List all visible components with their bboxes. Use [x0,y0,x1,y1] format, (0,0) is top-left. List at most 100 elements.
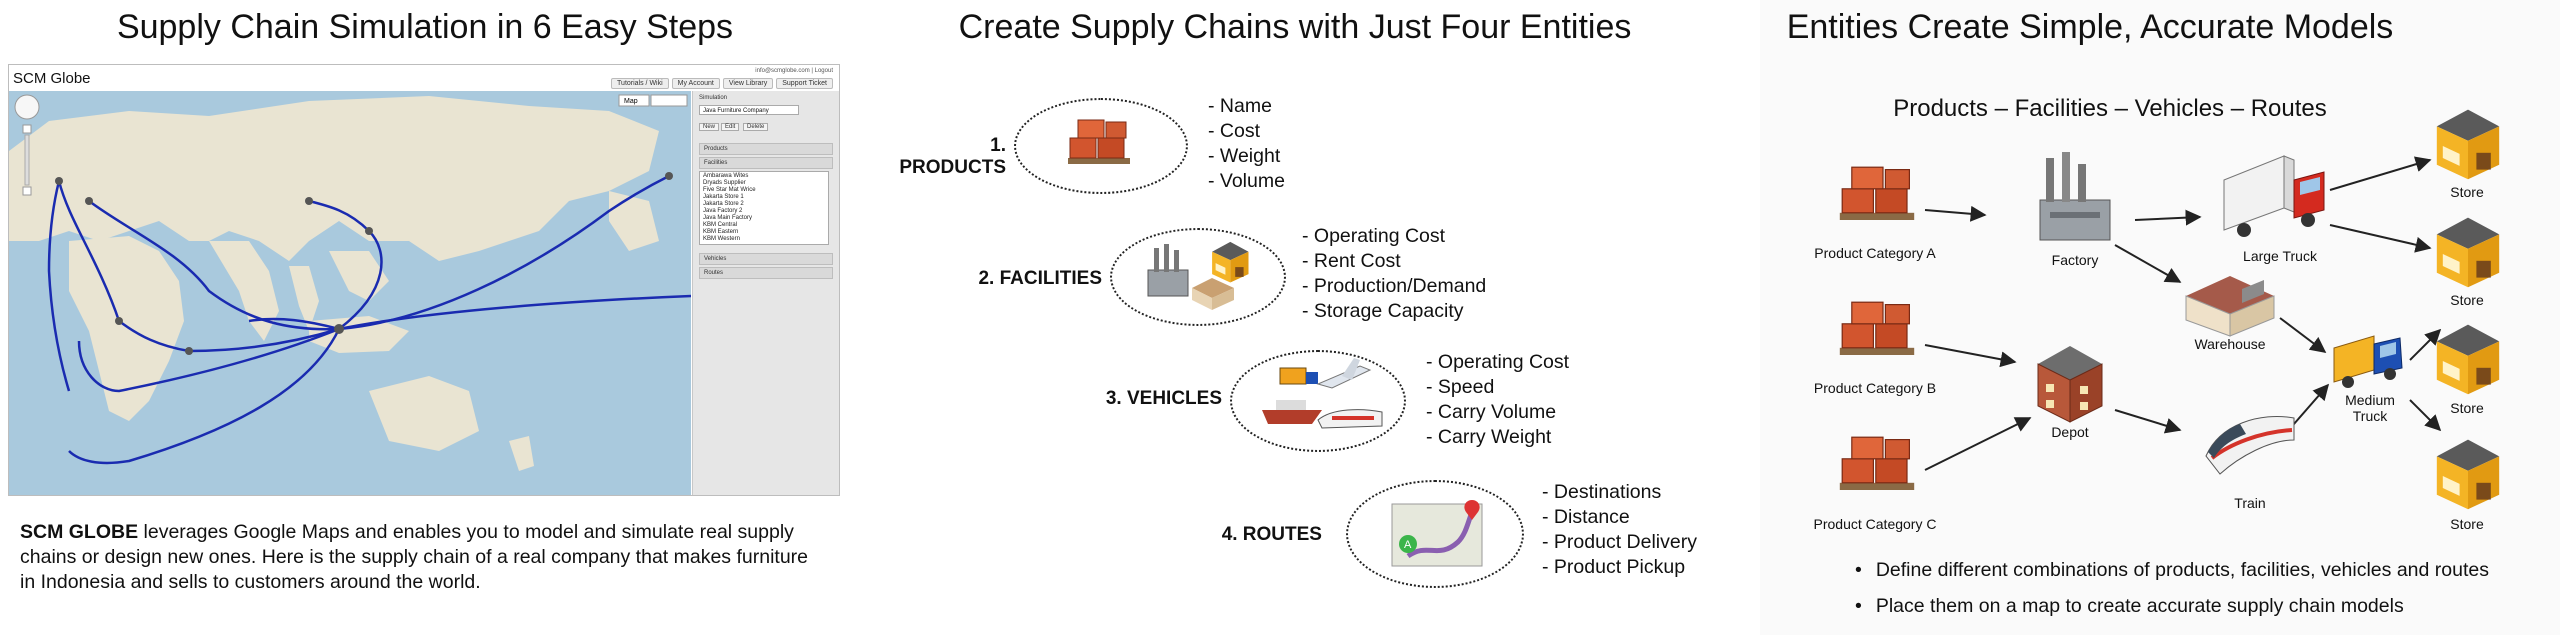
store-icon [2436,324,2500,395]
list-item[interactable]: Ambarawa Wites [703,173,749,179]
entity-label-routes: 4. ROUTES [1221,524,1322,545]
attr: - Distance [1542,506,1630,528]
store-icon [2436,217,2500,288]
attr: - Cost [1208,120,1261,142]
label-store-3: Store [2450,400,2484,416]
delete-button[interactable]: Delete [743,123,769,131]
node-large-truck [2220,150,2330,243]
entity-products [1014,98,1188,194]
attr: - Speed [1426,376,1495,398]
node-store-2 [2432,208,2502,291]
app-logo: SCM Globe [13,70,91,87]
attr: - Operating Cost [1426,351,1570,373]
scm-globe-screenshot: SCM Globe info@scmglobe.com | Logout Tut… [8,64,840,496]
world-map[interactable]: Map [9,91,691,495]
label-large-truck: Large Truck [2243,248,2317,264]
products-section[interactable]: Products [699,143,833,155]
new-button[interactable]: New [699,123,720,131]
boxes-icon [1839,301,1915,356]
attr: - Carry Volume [1426,401,1557,423]
store-icon [2436,109,2500,180]
node-product-b [1820,295,1930,374]
attr: - Destinations [1542,481,1662,503]
vehicles-section[interactable]: Vehicles [699,253,833,265]
user-info[interactable]: info@scmglobe.com | Logout [755,68,833,74]
label-factory: Factory [2051,252,2099,268]
depot-icon [2037,346,2103,423]
list-item[interactable]: Jakarta Store 2 [703,201,744,207]
facility-list[interactable]: Ambarawa Wites Dryads Supplier Five Star… [699,171,829,245]
edit-button[interactable]: Edit [721,123,740,131]
app-header: SCM Globe info@scmglobe.com | Logout Tut… [9,65,839,91]
train-icon [2205,416,2295,475]
node-store-3 [2432,315,2502,398]
map-type-map[interactable]: Map [624,98,638,105]
panel-four-entities: Create Supply Chains with Just Four Enti… [870,0,1720,635]
brand-name: SCM GLOBE [20,521,139,543]
list-item[interactable]: KBM Western [703,236,740,242]
attr: - Rent Cost [1302,250,1401,272]
label-store-4: Store [2450,516,2484,532]
entity-attrs-routes: - Destinations - Distance - Product Deli… [1542,480,1697,580]
node-store-1 [2432,100,2502,183]
label-product-b: Product Category B [1813,380,1937,396]
facilities-section[interactable]: Facilities [699,157,833,169]
factory-icon [2039,152,2111,241]
label-depot: Depot [2051,424,2089,440]
label-train: Train [2234,495,2266,511]
list-item[interactable]: KBM Central [703,222,738,228]
bullet-item: Define different combinations of product… [1855,552,2489,588]
entity-routes: A [1346,480,1524,588]
node-product-c [1820,430,1930,509]
attr: - Name [1208,95,1272,117]
attr: - Weight [1208,145,1281,167]
large-truck-icon [2223,155,2325,237]
medium-truck-icon [2333,335,2403,388]
entity-facilities [1110,228,1286,326]
attr: - Carry Weight [1426,426,1552,448]
label-product-a: Product Category A [1814,245,1936,261]
warehouse-icon [2185,276,2275,337]
tab-my-account[interactable]: My Account [671,78,720,89]
svg-text:A: A [1404,539,1412,551]
entity-label-vehicles: 3. VEHICLES [1105,388,1222,409]
entity-attrs-facilities: - Operating Cost - Rent Cost - Productio… [1302,224,1486,324]
list-item[interactable]: Jakarta Store 1 [703,194,744,200]
entity-label-products: 1. PRODUCTS [899,135,1006,178]
sidebar-panel: Simulation Java Furniture Company New Ed… [692,91,839,495]
label-warehouse: Warehouse [2194,336,2266,352]
list-item[interactable]: Java Factory 2 [703,208,743,214]
tab-tutorials[interactable]: Tutorials / Wiki [611,78,669,89]
list-item[interactable]: Dryads Supplier [703,180,746,186]
entity-vehicles [1230,350,1406,452]
node-warehouse [2180,270,2280,343]
attr: - Product Delivery [1542,531,1697,553]
map-pan-control [14,94,40,196]
boxes-icon [1839,436,1915,491]
app-tabs: Tutorials / Wiki My Account View Library… [611,78,833,89]
panel-title: Create Supply Chains with Just Four Enti… [958,8,1632,46]
entity-attrs-products: - Name - Cost - Weight - Volume [1208,94,1285,194]
flow-arrows [1924,156,2442,471]
panel-title: Entities Create Simple, Accurate Models [1786,8,2394,46]
attr: - Production/Demand [1302,275,1487,297]
list-item[interactable]: KBM Eastern [703,229,739,235]
simulation-label: Simulation [699,95,728,101]
bullet-item: Place them on a map to create accurate s… [1855,588,2489,624]
tab-view-library[interactable]: View Library [722,78,774,89]
list-item[interactable]: Five Star Mat Wrice [703,187,756,193]
node-medium-truck [2330,330,2410,393]
panel-models: Entities Create Simple, Accurate Models … [1760,0,2560,635]
routes-section[interactable]: Routes [699,267,833,279]
list-item[interactable]: Java Main Factory [703,215,753,221]
attr: - Volume [1208,170,1285,192]
tab-support-ticket[interactable]: Support Ticket [776,78,833,89]
bullet-list: Define different combinations of product… [1855,552,2489,624]
store-icon [2436,439,2500,510]
route-map-icon: A [1391,500,1483,567]
attr: - Storage Capacity [1302,300,1464,322]
vehicles-icon [1262,358,1383,429]
facilities-icon [1147,241,1249,310]
company-select[interactable]: Java Furniture Company [699,105,799,115]
panel-simulation-steps: Supply Chain Simulation in 6 Easy Steps … [0,0,850,635]
